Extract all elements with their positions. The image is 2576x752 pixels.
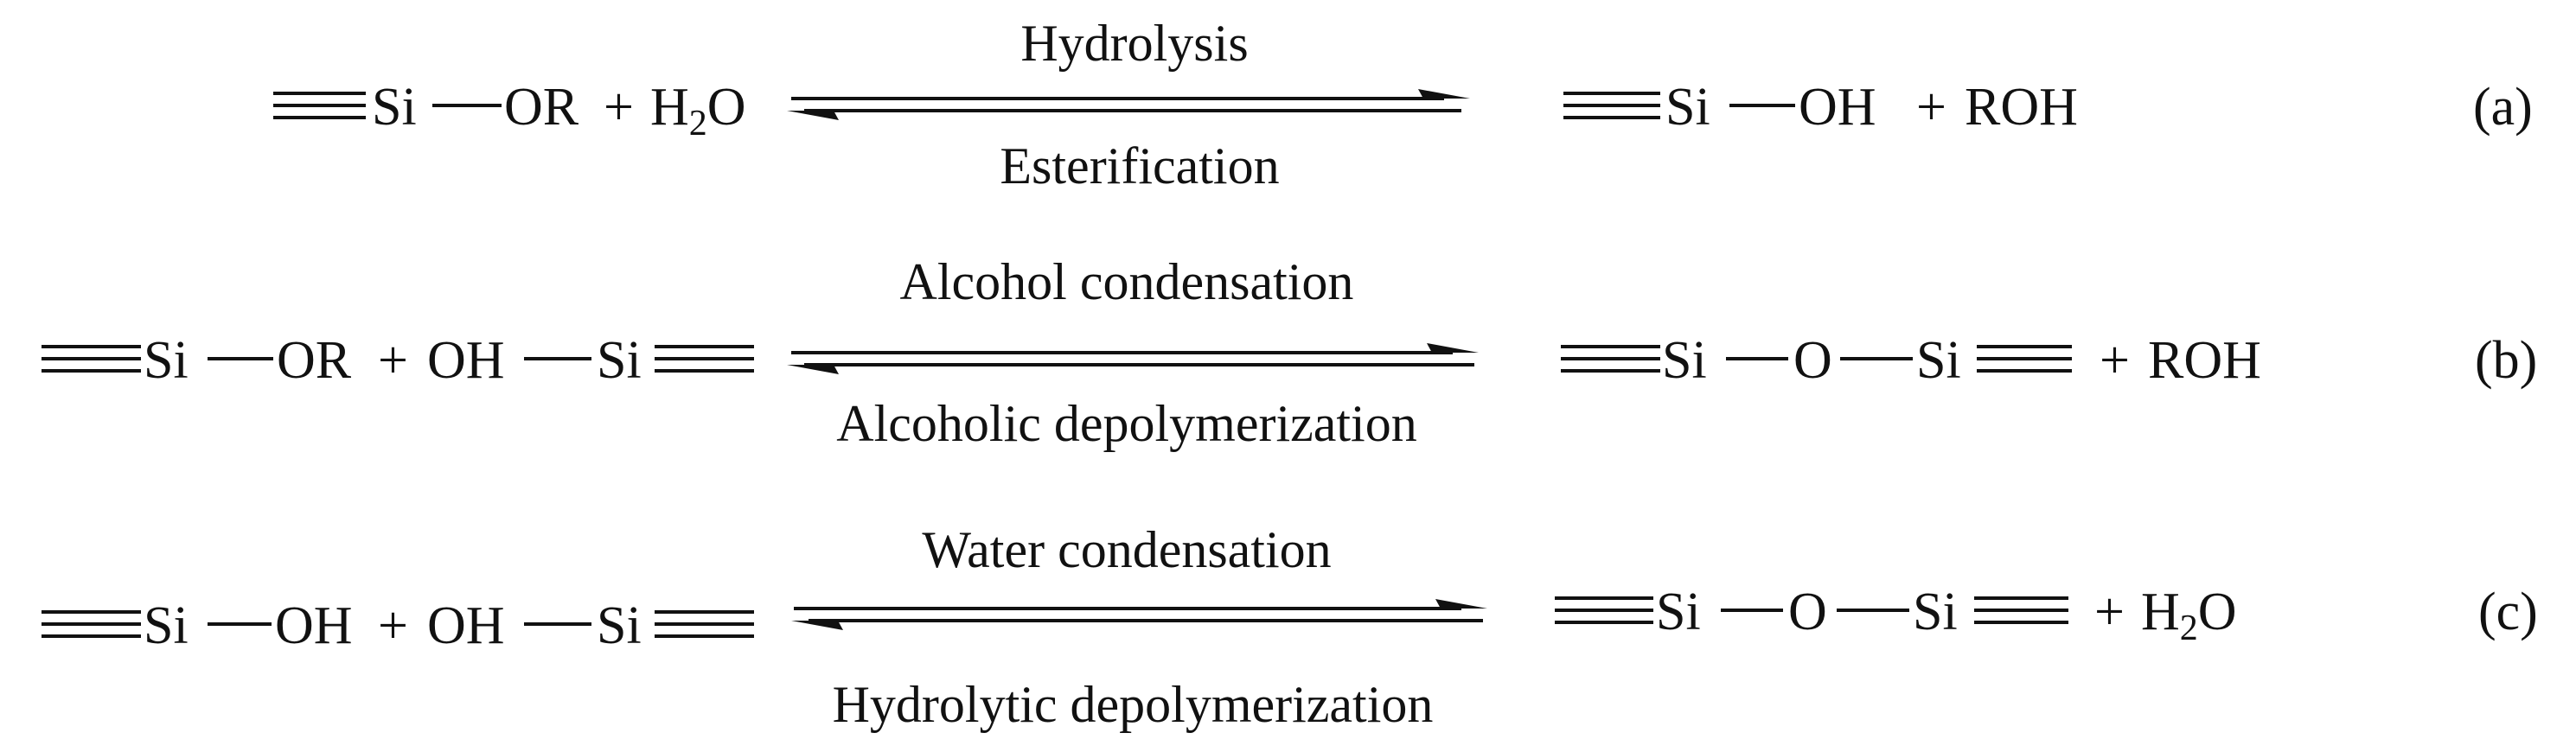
triple-bond xyxy=(273,92,366,119)
silicon-atom: Si xyxy=(597,596,642,655)
reaction-label: (b) xyxy=(2475,331,2537,390)
triple-bond xyxy=(1555,596,1653,624)
silicon-atom: Si xyxy=(1662,331,1707,390)
hydroxyl-group: OH xyxy=(1799,78,1876,137)
reaction-label: (c) xyxy=(2478,583,2538,641)
reaction-b: Si OR + OH Si Alcohol condensation Alcoh… xyxy=(42,253,2537,452)
forward-reaction-label: Alcohol condensation xyxy=(900,253,1354,310)
silicon-atom: Si xyxy=(1913,583,1958,641)
reaction-label: (a) xyxy=(2473,78,2533,137)
triple-bond xyxy=(655,345,754,373)
silicon-atom: Si xyxy=(1665,78,1710,137)
reaction-c: Si OH + OH Si Water condensation Hydroly… xyxy=(42,521,2538,733)
alkoxy-group: OR xyxy=(504,78,579,137)
silicon-atom: Si xyxy=(1656,583,1701,641)
hydroxyl-group: OH xyxy=(427,331,505,390)
plus-sign: + xyxy=(1916,78,1946,137)
equilibrium-arrow xyxy=(787,343,1479,374)
forward-reaction-label: Hydrolysis xyxy=(1020,15,1248,72)
silicon-atom: Si xyxy=(1916,331,1961,390)
forward-reaction-label: Water condensation xyxy=(922,521,1331,578)
reverse-reaction-label: Esterification xyxy=(1000,137,1279,194)
triple-bond xyxy=(1563,92,1660,119)
triple-bond xyxy=(42,345,141,373)
silicon-atom: Si xyxy=(597,331,642,390)
alcohol-byproduct: ROH xyxy=(2148,331,2261,390)
equilibrium-arrow xyxy=(791,599,1487,630)
plus-sign: + xyxy=(378,331,408,390)
triple-bond xyxy=(1561,345,1660,373)
plus-sign: + xyxy=(604,78,634,137)
triple-bond xyxy=(1977,345,2072,373)
alkoxy-group: OR xyxy=(277,331,352,390)
plus-sign: + xyxy=(2100,331,2130,390)
plus-sign: + xyxy=(378,596,408,655)
silicon-atom: Si xyxy=(372,78,417,137)
alcohol-byproduct: ROH xyxy=(1965,78,2078,137)
reverse-reaction-label: Hydrolytic depolymerization xyxy=(833,676,1434,733)
oxygen-atom: O xyxy=(1788,583,1827,641)
silicon-atom: Si xyxy=(144,596,189,655)
triple-bond xyxy=(655,610,754,638)
reaction-a: Si OR + H2O Hydrolysis Esterification Si… xyxy=(273,15,2533,194)
equilibrium-arrow xyxy=(787,89,1470,120)
hydroxyl-group: OH xyxy=(427,596,505,655)
plus-sign: + xyxy=(2094,583,2125,641)
hydroxyl-group: OH xyxy=(275,596,353,655)
triple-bond xyxy=(42,610,141,638)
silicon-atom: Si xyxy=(144,331,189,390)
water-formula: H2O xyxy=(2141,583,2237,648)
reverse-reaction-label: Alcoholic depolymerization xyxy=(836,395,1416,452)
oxygen-atom: O xyxy=(1793,331,1832,390)
water-formula: H2O xyxy=(650,78,746,143)
triple-bond xyxy=(1974,596,2068,624)
